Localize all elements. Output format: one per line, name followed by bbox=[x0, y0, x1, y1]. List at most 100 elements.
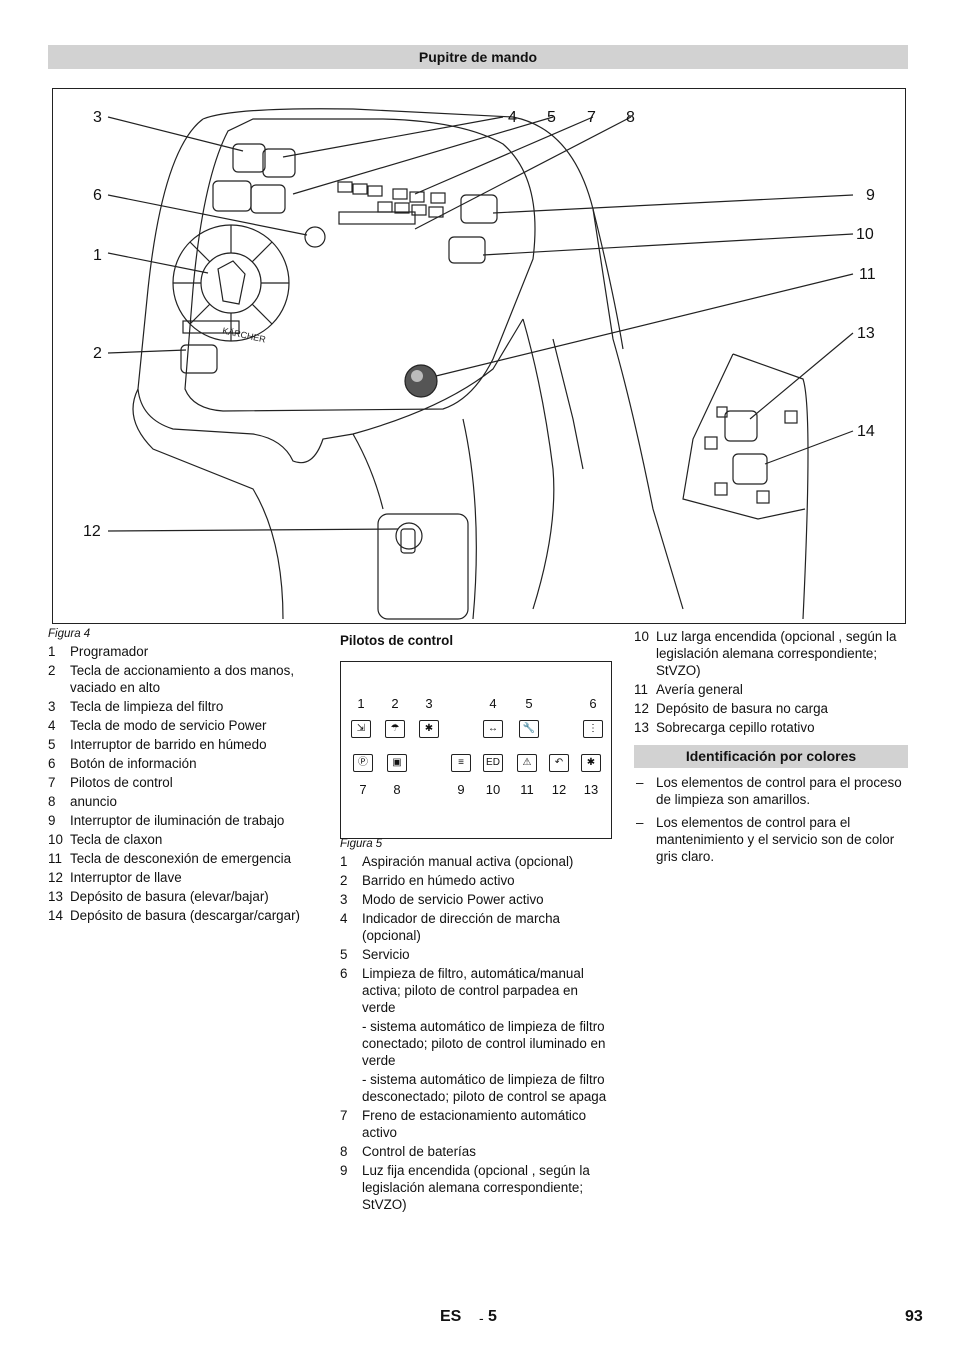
item-number: 13 bbox=[48, 889, 63, 904]
item-number: 3 bbox=[48, 699, 56, 714]
hopper-not-loaded-icon: ↶ bbox=[549, 754, 569, 772]
item-text: Limpieza de filtro, automática/manual ac… bbox=[362, 966, 584, 1015]
list-item: 2 Barrido en húmedo activo bbox=[340, 872, 615, 889]
list-item: 11 Avería general bbox=[634, 681, 908, 698]
brush-overload-icon: ✱ bbox=[581, 754, 601, 772]
item-number: 8 bbox=[340, 1144, 348, 1159]
item-text: Sobrecarga cepillo rotativo bbox=[656, 720, 815, 735]
list-item: –Los elementos de control para el manten… bbox=[634, 814, 908, 865]
item-text: Los elementos de control para el manteni… bbox=[656, 815, 895, 864]
list-item: 6 Limpieza de filtro, automática/manual a… bbox=[340, 965, 615, 1016]
item-number: 6 bbox=[340, 966, 348, 981]
list-item: 12 Interruptor de llave bbox=[48, 869, 328, 886]
item-number: 12 bbox=[48, 870, 63, 885]
item-text: Luz larga encendida (opcional , según la… bbox=[656, 629, 897, 678]
dash-bullet: – bbox=[636, 815, 644, 830]
dash-bullet: – bbox=[636, 775, 644, 790]
item-number: 14 bbox=[48, 908, 63, 923]
item-number: 9 bbox=[48, 813, 56, 828]
footer-local-page: 5 bbox=[488, 1308, 497, 1325]
item-text: Los elementos de control para el proceso… bbox=[656, 775, 902, 807]
item-text: Avería general bbox=[656, 682, 743, 697]
item-number: 1 bbox=[340, 854, 348, 869]
item-number: 1 bbox=[48, 644, 56, 659]
item-text: Barrido en húmedo activo bbox=[362, 873, 515, 888]
list-item: 13 Sobrecarga cepillo rotativo bbox=[634, 719, 908, 736]
filter-clean-icon: ⋮ bbox=[583, 720, 603, 738]
item-number: 2 bbox=[340, 873, 348, 888]
item-text: Tecla de modo de servicio Power bbox=[70, 718, 267, 733]
list-item: 4 Indicador de dirección de marcha (opcio… bbox=[340, 910, 615, 944]
item-number: 11 bbox=[48, 851, 62, 866]
lamp-number: 13 bbox=[583, 782, 599, 797]
lamp-number: 11 bbox=[520, 782, 534, 797]
list-item: 2 Tecla de accionamiento a dos manos, vac… bbox=[48, 662, 328, 696]
logo-text: KÄRCHER bbox=[221, 326, 267, 345]
item-number: 12 bbox=[634, 701, 649, 716]
list-item: 10 Tecla de claxon bbox=[48, 831, 328, 848]
callout-number: 12 bbox=[83, 523, 101, 540]
item-number: 2 bbox=[48, 663, 56, 678]
item-text: anuncio bbox=[70, 794, 117, 809]
callout-number: 7 bbox=[587, 109, 596, 126]
item-text: Interruptor de llave bbox=[70, 870, 182, 885]
lamp-number: 6 bbox=[589, 696, 597, 711]
lamp-number: 9 bbox=[457, 782, 465, 797]
list-item: 1 Programador bbox=[48, 643, 328, 660]
item-number: 5 bbox=[48, 737, 56, 752]
callout-number: 4 bbox=[508, 109, 517, 126]
high-beam-icon: ≡ bbox=[451, 754, 471, 772]
item-number: 8 bbox=[48, 794, 56, 809]
parking-brake-icon: Ⓟ bbox=[353, 754, 373, 772]
item-number: 10 bbox=[48, 832, 63, 847]
item-number: 13 bbox=[634, 720, 649, 735]
item-text: Depósito de basura (elevar/bajar) bbox=[70, 889, 269, 904]
item-number: 9 bbox=[340, 1163, 348, 1178]
pilots-title: Pilotos de control bbox=[340, 633, 454, 648]
item-text: Tecla de accionamiento a dos manos, vaci… bbox=[70, 663, 295, 695]
color-id-header: Identificación por colores bbox=[634, 745, 908, 768]
lamp-number: 12 bbox=[551, 782, 567, 797]
control-panel-drawing: KÄRCHER bbox=[107, 108, 854, 620]
filter-note-off: - sistema automático de limpieza de filt… bbox=[362, 1072, 607, 1104]
wet-sweep-icon: ☂ bbox=[385, 720, 405, 738]
callout-number: 10 bbox=[856, 226, 874, 243]
footer-lang: ES bbox=[440, 1308, 462, 1325]
item-text: Indicador de dirección de marcha (opcion… bbox=[362, 911, 560, 943]
low-beam-icon: ED bbox=[483, 754, 503, 772]
battery-icon: ▣ bbox=[387, 754, 407, 772]
footer-sep: - bbox=[479, 1310, 484, 1326]
warning-icon: ⚠ bbox=[517, 754, 537, 772]
item-text: Tecla de claxon bbox=[70, 832, 163, 847]
page-number: 93 bbox=[905, 1308, 923, 1325]
figure4-caption: Figura 4 bbox=[48, 628, 91, 640]
callout-number: 14 bbox=[857, 423, 875, 440]
list-item: 9 Luz fija encendida (opcional , según la… bbox=[340, 1162, 615, 1213]
lamp-number: 5 bbox=[525, 696, 533, 711]
item-text: Interruptor de iluminación de trabajo bbox=[70, 813, 285, 828]
item-text: Luz fija encendida (opcional , según la … bbox=[362, 1163, 590, 1212]
item-number: 11 bbox=[634, 682, 648, 697]
item-text: Pilotos de control bbox=[70, 775, 173, 790]
item-text: Freno de estacionamiento automático acti… bbox=[362, 1108, 587, 1140]
item-text: Programador bbox=[70, 644, 149, 659]
item-number: 4 bbox=[340, 911, 348, 926]
item-text: Tecla de limpieza del filtro bbox=[70, 699, 224, 714]
lamp-number: 7 bbox=[359, 782, 367, 797]
lamp-number: 2 bbox=[391, 696, 399, 711]
callout-number: 1 bbox=[93, 247, 102, 264]
